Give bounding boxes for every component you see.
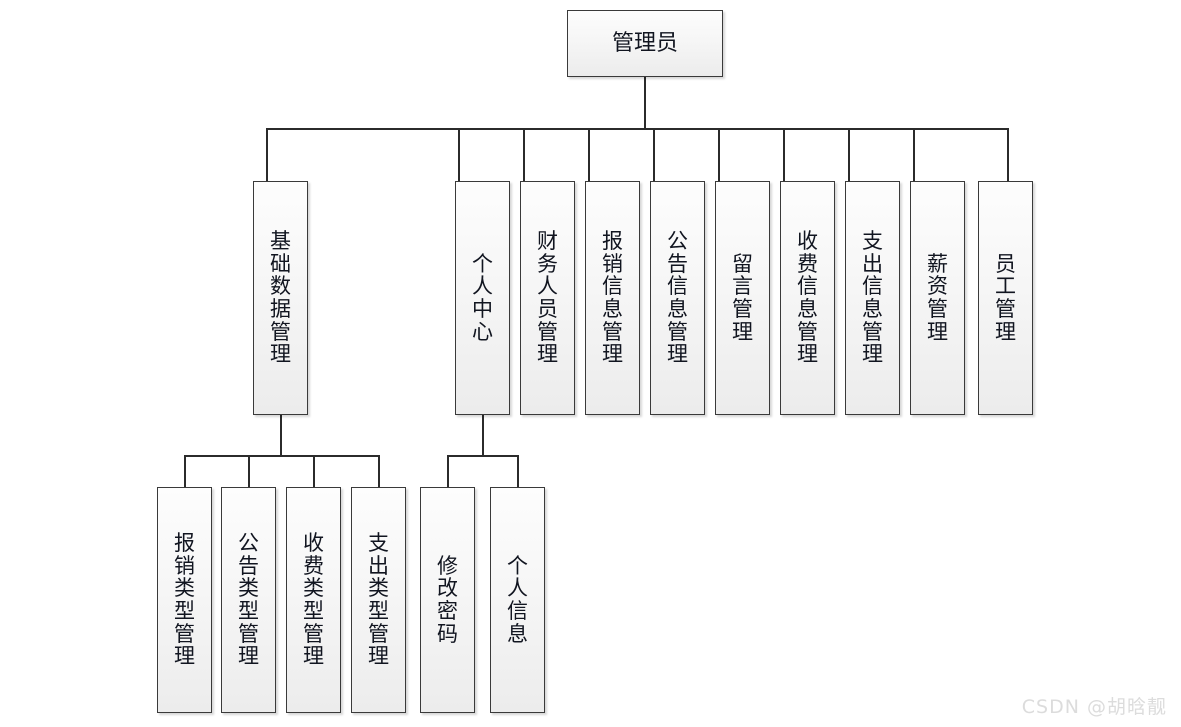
node-message-management[interactable]: 留言管理 xyxy=(715,181,770,415)
connector-personal-bus xyxy=(447,455,519,457)
connector-basic-child-1 xyxy=(184,455,186,487)
connector-drop-6 xyxy=(718,128,720,181)
node-label: 基础数据管理 xyxy=(269,228,291,367)
node-expense-type-management[interactable]: 支出类型管理 xyxy=(351,487,406,713)
connector-root-stem xyxy=(644,77,646,129)
connector-basic-child-3 xyxy=(313,455,315,487)
connector-drop-4 xyxy=(588,128,590,181)
node-label: 公告信息管理 xyxy=(666,228,688,367)
connector-basic-child-2 xyxy=(248,455,250,487)
node-label: 薪资管理 xyxy=(926,251,948,344)
node-salary-management[interactable]: 薪资管理 xyxy=(910,181,965,415)
node-charge-type-management[interactable]: 收费类型管理 xyxy=(286,487,341,713)
connector-drop-8 xyxy=(848,128,850,181)
connector-basic-stem xyxy=(280,414,282,456)
node-expense-info-management[interactable]: 支出信息管理 xyxy=(845,181,900,415)
node-announcement-type-management[interactable]: 公告类型管理 xyxy=(221,487,276,713)
connector-basic-child-4 xyxy=(378,455,380,487)
node-label: 个人中心 xyxy=(471,251,493,344)
connector-personal-stem xyxy=(482,414,484,456)
node-label: 财务人员管理 xyxy=(536,228,558,367)
node-reimbursement-type-management[interactable]: 报销类型管理 xyxy=(157,487,212,713)
node-reimbursement-info-management[interactable]: 报销信息管理 xyxy=(585,181,640,415)
node-label: 报销信息管理 xyxy=(601,228,623,367)
connector-drop-1 xyxy=(266,128,268,181)
node-label: 留言管理 xyxy=(731,251,753,344)
node-label: 支出信息管理 xyxy=(861,228,883,367)
node-basic-data-management[interactable]: 基础数据管理 xyxy=(253,181,308,415)
connector-drop-3 xyxy=(523,128,525,181)
node-label: 公告类型管理 xyxy=(237,530,259,669)
node-employee-management[interactable]: 员工管理 xyxy=(978,181,1033,415)
node-label: 管理员 xyxy=(611,30,678,56)
connector-drop-5 xyxy=(653,128,655,181)
connector-drop-2 xyxy=(458,128,460,181)
node-announcement-info-management[interactable]: 公告信息管理 xyxy=(650,181,705,415)
node-personal-info[interactable]: 个人信息 xyxy=(490,487,545,713)
node-label: 收费类型管理 xyxy=(302,530,324,669)
connector-personal-child-2 xyxy=(517,455,519,487)
connector-main-bus xyxy=(266,128,1008,130)
node-personal-center[interactable]: 个人中心 xyxy=(455,181,510,415)
connector-basic-bus xyxy=(184,455,379,457)
node-finance-staff-management[interactable]: 财务人员管理 xyxy=(520,181,575,415)
node-label: 报销类型管理 xyxy=(173,530,195,669)
node-label: 收费信息管理 xyxy=(796,228,818,367)
node-label: 支出类型管理 xyxy=(367,530,389,669)
node-charge-info-management[interactable]: 收费信息管理 xyxy=(780,181,835,415)
connector-drop-7 xyxy=(783,128,785,181)
node-label: 个人信息 xyxy=(506,553,528,646)
node-label: 修改密码 xyxy=(436,553,458,646)
connector-personal-child-1 xyxy=(447,455,449,487)
node-root-admin[interactable]: 管理员 xyxy=(567,10,723,77)
connector-drop-9 xyxy=(913,128,915,181)
connector-drop-10 xyxy=(1007,128,1009,181)
node-label: 员工管理 xyxy=(994,251,1016,344)
node-change-password[interactable]: 修改密码 xyxy=(420,487,475,713)
watermark-text: CSDN @胡晗靓 xyxy=(1021,696,1167,718)
